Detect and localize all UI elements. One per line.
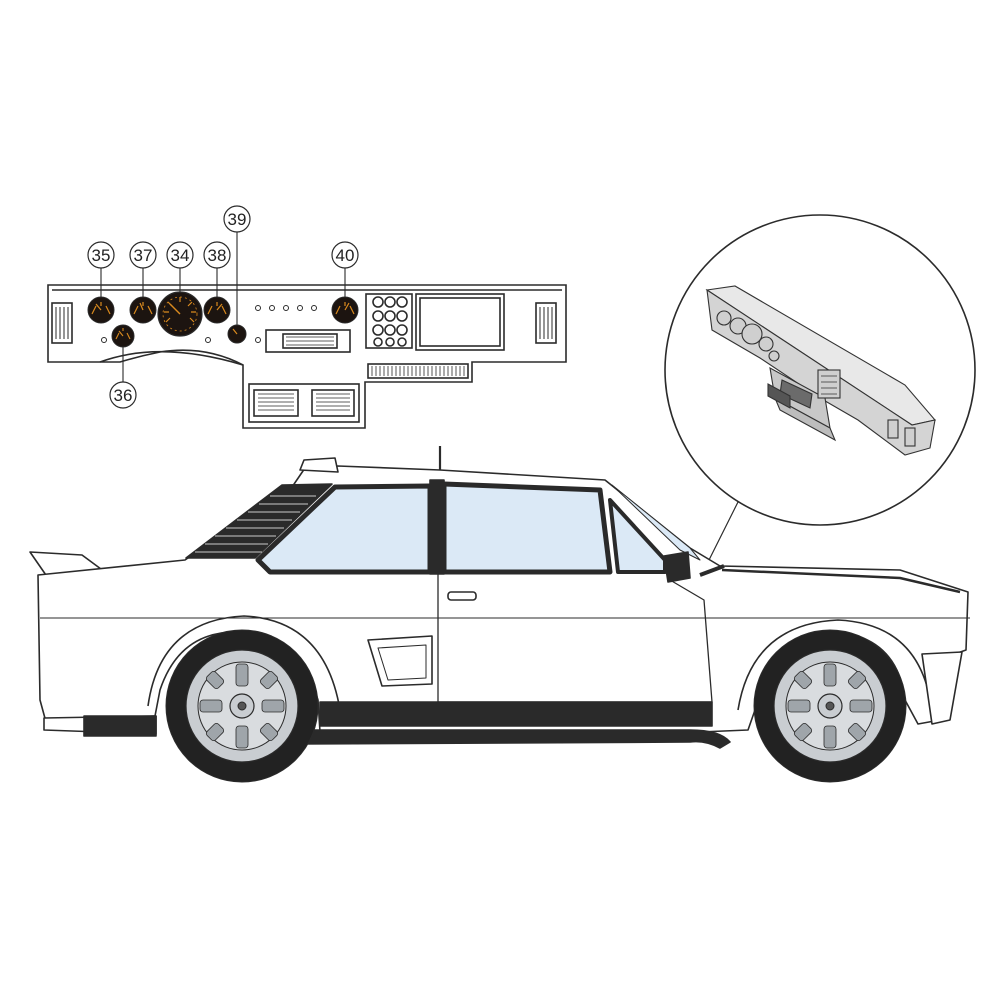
center-vent-strip — [367, 363, 469, 379]
hood-line — [721, 568, 961, 594]
console-vents — [248, 383, 360, 423]
rear-window-louvres — [185, 483, 333, 559]
gauge-38 — [203, 296, 231, 324]
gauge-36 — [111, 324, 135, 348]
door-window — [441, 481, 613, 575]
radio-slot — [265, 329, 351, 353]
front-arch-flare — [737, 619, 933, 713]
right-side-vent — [535, 302, 557, 344]
louvre-lines — [195, 495, 316, 553]
callout-37: 37 — [129, 241, 157, 269]
wiper — [699, 564, 725, 577]
callout-35: 35 — [87, 241, 115, 269]
gauge-37 — [129, 296, 157, 324]
callout-38: 38 — [203, 241, 231, 269]
dashboard-3d-view — [705, 285, 937, 456]
left-side-vent — [51, 302, 73, 344]
dashboard-gauges — [87, 291, 359, 348]
gauge-39 — [227, 324, 247, 344]
windscreen — [611, 484, 701, 561]
rear-arch-flare — [147, 615, 341, 711]
gauge-34-tachometer — [157, 291, 203, 337]
callout-38-label: 38 — [208, 246, 227, 265]
gauge-35 — [87, 296, 115, 324]
door-handle — [447, 591, 477, 601]
switch-bank — [365, 293, 413, 349]
callout-34: 34 — [166, 241, 194, 269]
rear-mudflap — [83, 715, 157, 737]
callout-34-label: 34 — [171, 246, 190, 265]
quarter-window — [608, 498, 667, 574]
glovebox-panel — [415, 293, 505, 351]
callout-36-label: 36 — [114, 386, 133, 405]
detail-magnifier — [664, 214, 976, 567]
callout-40: 40 — [331, 241, 359, 269]
callout-40-label: 40 — [336, 246, 355, 265]
callout-37-label: 37 — [134, 246, 153, 265]
pilot-holes — [101, 305, 317, 343]
side-sill — [319, 701, 713, 727]
side-exhaust — [299, 729, 731, 749]
car-side-view — [29, 446, 970, 749]
rear-wheel — [165, 629, 319, 783]
roof-light-pod — [299, 457, 339, 473]
callout-39: 39 — [223, 205, 251, 233]
callout-35-label: 35 — [92, 246, 111, 265]
front-wheel — [753, 629, 907, 783]
gauge-40 — [331, 296, 359, 324]
callout-leaders — [100, 232, 346, 382]
callout-bubbles: 35 37 34 38 39 40 36 — [87, 205, 359, 409]
front-air-dam — [921, 651, 963, 725]
callout-36: 36 — [109, 381, 137, 409]
side-mirror — [663, 551, 691, 583]
callout-39-label: 39 — [228, 210, 247, 229]
